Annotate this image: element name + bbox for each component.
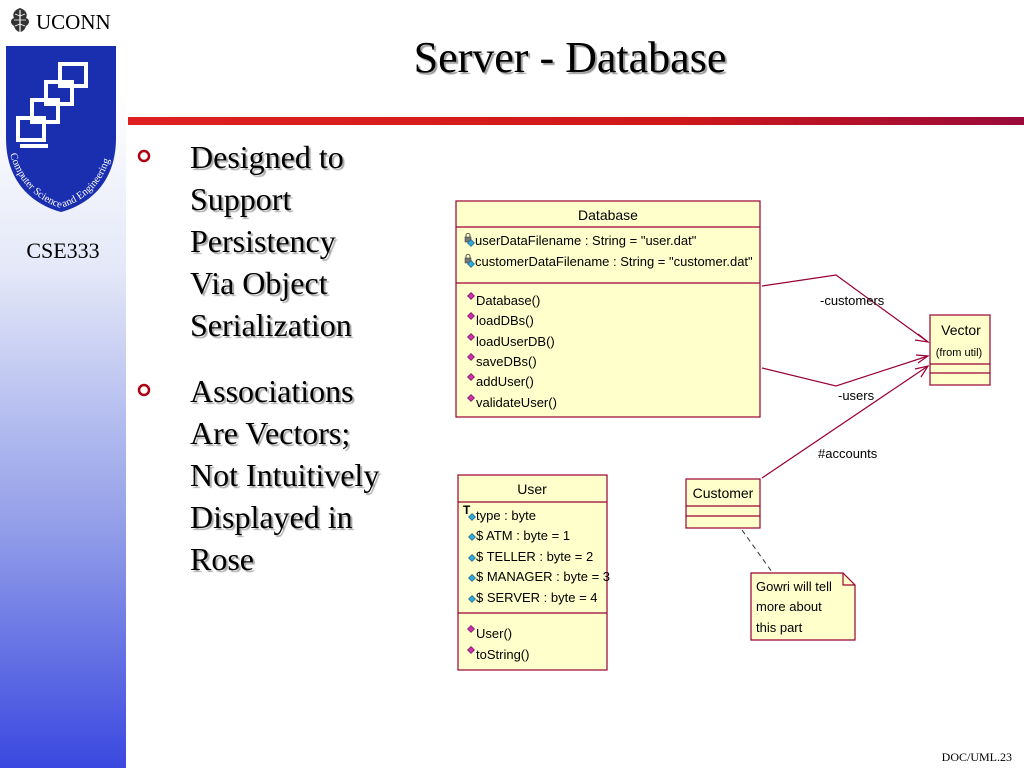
class-stereotype: (from util) — [936, 347, 982, 359]
bullet-item: Associations Are Vectors; Not Intuitivel… — [135, 370, 435, 580]
users-arrowhead — [915, 354, 930, 364]
class-name: Database — [578, 207, 638, 223]
bullet-line: Designed to — [190, 139, 344, 175]
page-title: Server - Database — [413, 33, 727, 82]
class-attribute: $ SERVER : byte = 4 — [476, 590, 598, 605]
accounts-association — [761, 365, 929, 479]
customers-arrowhead — [914, 333, 931, 343]
association-label: #accounts — [818, 446, 878, 461]
course-label: CSE333 — [26, 238, 100, 263]
class-operation: validateUser() — [476, 395, 557, 410]
association-label: -users — [838, 388, 875, 403]
note-line: Gowri will tell — [756, 579, 832, 594]
class-attribute: $ TELLER : byte = 2 — [476, 549, 593, 564]
class-attribute: type : byte — [476, 508, 536, 523]
class-vector: Vector (from util) — [929, 314, 991, 386]
class-operation: saveDBs() — [476, 354, 537, 369]
class-operation: loadUserDB() — [476, 334, 555, 349]
class-operation: loadDBs() — [476, 313, 534, 328]
bullet-line: Serialization — [190, 307, 352, 343]
uconn-logo: UCONN — [6, 6, 122, 34]
bullet-list: Designed to Support Persistency Via Obje… — [135, 136, 435, 604]
class-name: Vector — [941, 322, 981, 338]
class-attribute: customerDataFilename : String = "custome… — [475, 254, 753, 269]
bullet-line: Associations — [190, 373, 354, 409]
association-lines — [761, 274, 931, 479]
cse-logo: Computer Science and Engineering — [6, 46, 116, 212]
bullet-ring-icon — [137, 383, 151, 397]
association-label: -customers — [820, 293, 885, 308]
bullet-line: Not Intuitively — [190, 457, 380, 493]
users-association — [761, 355, 929, 387]
note-anchor-line — [741, 529, 773, 573]
class-operation: User() — [476, 626, 512, 641]
title-divider — [128, 117, 1024, 125]
note-line: more about — [756, 599, 822, 614]
stacked-monitors-icon — [16, 62, 88, 148]
slide-footer: DOC/UML.23 — [941, 750, 1012, 764]
note: Gowri will tell more about this part — [750, 572, 856, 641]
bullet-line: Are Vectors; — [190, 415, 351, 451]
accounts-arrowhead — [914, 365, 930, 378]
bullet-line: Rose — [190, 541, 254, 577]
bullet-ring-icon — [137, 149, 151, 163]
uconn-wordmark: UCONN — [36, 10, 111, 34]
bullet-item: Designed to Support Persistency Via Obje… — [135, 136, 435, 346]
bullet-line: Persistency — [190, 223, 336, 259]
class-attribute: $ ATM : byte = 1 — [476, 528, 570, 543]
class-user: User T type : byte $ ATM : byte = 1 $ TE… — [457, 474, 610, 671]
type-marker-icon: T — [463, 503, 471, 517]
note-line: this part — [756, 620, 803, 635]
class-name: User — [517, 481, 547, 497]
class-operation: toString() — [476, 647, 529, 662]
class-attribute: userDataFilename : String = "user.dat" — [475, 233, 697, 248]
bullet-line: Displayed in — [190, 499, 353, 535]
class-operation: Database() — [476, 293, 540, 308]
class-database: Database userDataFilename : String = "us… — [455, 200, 761, 418]
class-operation: addUser() — [476, 374, 534, 389]
class-name: Customer — [693, 485, 754, 501]
customers-association — [761, 274, 929, 343]
bullet-line: Support — [190, 181, 292, 217]
class-customer: Customer — [685, 478, 761, 529]
class-attribute: $ MANAGER : byte = 3 — [476, 569, 610, 584]
bullet-line: Via Object — [190, 265, 328, 301]
oak-leaf-icon — [11, 8, 29, 33]
